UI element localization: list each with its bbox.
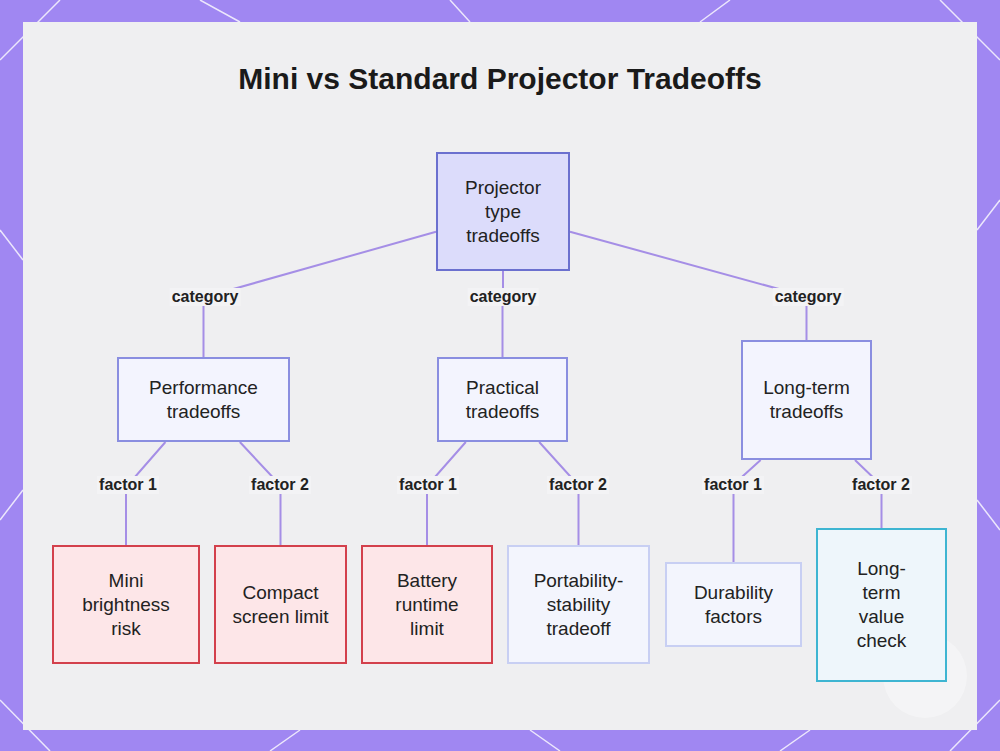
process-box: Portability-stability tradeoff xyxy=(507,545,650,664)
edge-label: category xyxy=(170,288,241,306)
panel xyxy=(23,22,977,730)
node-text: Portability-stability tradeoff xyxy=(519,569,638,641)
node-text: Projector type tradeoffs xyxy=(458,176,548,248)
edge-label: category xyxy=(773,288,844,306)
edge-label: factor 1 xyxy=(702,476,764,494)
node-text: Long-term tradeoffs xyxy=(763,376,850,424)
node-text: Long-term value check xyxy=(840,557,923,653)
connector-line xyxy=(570,232,808,340)
edge-label: factor 2 xyxy=(850,476,912,494)
process-box: Long-term value check xyxy=(816,528,947,682)
connector-line xyxy=(502,271,505,357)
node-text: Practical tradeoffs xyxy=(453,376,552,424)
edge-label: factor 1 xyxy=(397,476,459,494)
process-box: Long-term tradeoffs xyxy=(741,340,872,460)
edge-label: factor 1 xyxy=(97,476,159,494)
process-box: Battery runtime limit xyxy=(361,545,493,664)
node-text: Performance tradeoffs xyxy=(133,376,274,424)
node-text: Durability factors xyxy=(681,581,786,629)
node-text: Battery runtime limit xyxy=(377,569,477,641)
edge-label: category xyxy=(468,288,539,306)
edge-label: factor 2 xyxy=(547,476,609,494)
process-box: Projector type tradeoffs xyxy=(436,152,570,271)
process-box: Durability factors xyxy=(665,562,802,647)
process-box: Practical tradeoffs xyxy=(437,357,568,442)
node-text: Mini brightness risk xyxy=(68,569,184,641)
panel-shade xyxy=(23,22,977,730)
edge-label: factor 2 xyxy=(249,476,311,494)
connector-line xyxy=(855,460,882,528)
process-box: Mini brightness risk xyxy=(52,545,200,664)
node-text: Compact screen limit xyxy=(230,581,331,629)
diagram-title: Mini vs Standard Projector Tradeoffs xyxy=(0,62,1000,96)
process-box: Performance tradeoffs xyxy=(117,357,290,442)
process-box: Compact screen limit xyxy=(214,545,347,664)
